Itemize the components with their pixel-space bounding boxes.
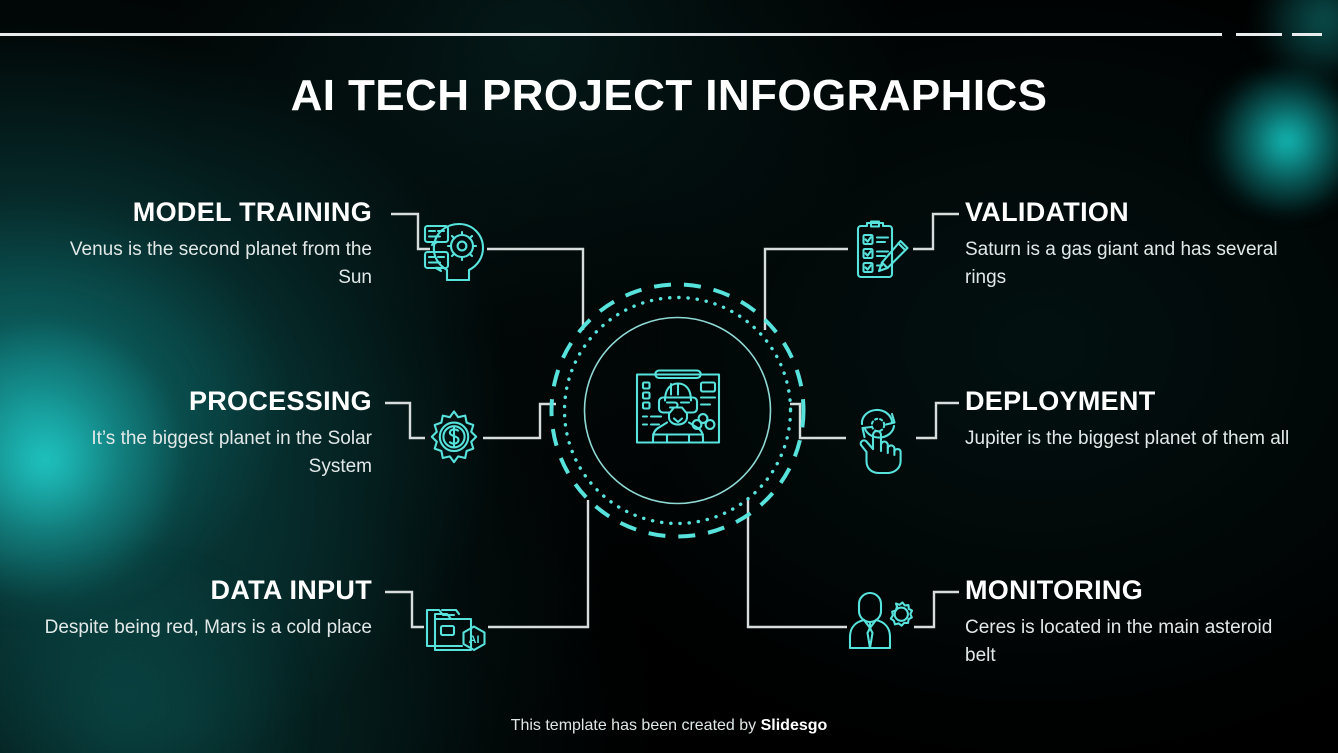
center-rings (549, 282, 806, 539)
connector-validation-label (913, 212, 959, 251)
connector-data-input-center (488, 500, 590, 629)
connector-processing-label (385, 401, 425, 440)
footer-brand: Slidesgo (760, 717, 828, 734)
connector-data-input-label (385, 590, 424, 629)
connector-model-training-label (391, 212, 430, 251)
connector-validation-center (763, 247, 848, 330)
item-heading: DATA INPUT (210, 575, 372, 605)
person-gear-icon (846, 588, 914, 652)
item-validation: VALIDATION Saturn is a gas giant and has… (965, 197, 1295, 291)
footer-prefix: This template has been created by (510, 717, 761, 734)
center-hub (545, 278, 810, 543)
vr-headset-person-icon (629, 364, 727, 457)
footer-credit: This template has been created by Slides… (0, 717, 1338, 735)
item-heading: MONITORING (965, 575, 1143, 605)
top-rule-segment-medium (1236, 33, 1282, 36)
item-model-training: MODEL TRAINING Venus is the second plane… (42, 197, 372, 291)
item-heading: PROCESSING (188, 386, 372, 416)
item-processing: PROCESSING It’s the biggest planet in th… (42, 386, 372, 480)
item-body: Ceres is located in the main asteroid be… (965, 617, 1273, 666)
hand-pointer-refresh-icon (848, 405, 910, 475)
connector-monitoring-center (746, 500, 847, 629)
item-heading: VALIDATION (965, 197, 1129, 227)
item-body: Jupiter is the biggest planet of them al… (965, 428, 1290, 450)
item-heading: DEPLOYMENT (965, 386, 1156, 416)
top-rule-segment-short (1292, 33, 1322, 36)
top-rule-segment-long (0, 33, 1222, 36)
connector-processing-center (483, 402, 556, 440)
clipboard-checklist-pencil-icon (849, 217, 913, 283)
item-data-input: DATA INPUT Despite being red, Mars is a … (42, 575, 372, 642)
folder-ai-badge-icon: AI (422, 600, 488, 658)
gear-dollar-coin-icon (424, 408, 484, 468)
connector-deployment-center (790, 402, 846, 440)
item-body: Venus is the second planet from the Sun (69, 239, 372, 288)
item-deployment: DEPLOYMENT Jupiter is the biggest planet… (965, 386, 1295, 453)
item-body: It’s the biggest planet in the Solar Sys… (91, 428, 372, 477)
item-monitoring: MONITORING Ceres is located in the main … (965, 575, 1295, 669)
connector-deployment-label (916, 401, 959, 440)
connector-model-training-center (487, 247, 585, 330)
item-body: Despite being red, Mars is a cold place (44, 617, 372, 639)
connector-monitoring-label (914, 590, 959, 629)
svg-text:AI: AI (469, 634, 480, 646)
item-body: Saturn is a gas giant and has several ri… (965, 239, 1278, 288)
page-title: AI TECH PROJECT INFOGRAPHICS (290, 71, 1048, 120)
item-heading: MODEL TRAINING (132, 197, 372, 227)
head-gear-chat-icon (421, 214, 491, 286)
